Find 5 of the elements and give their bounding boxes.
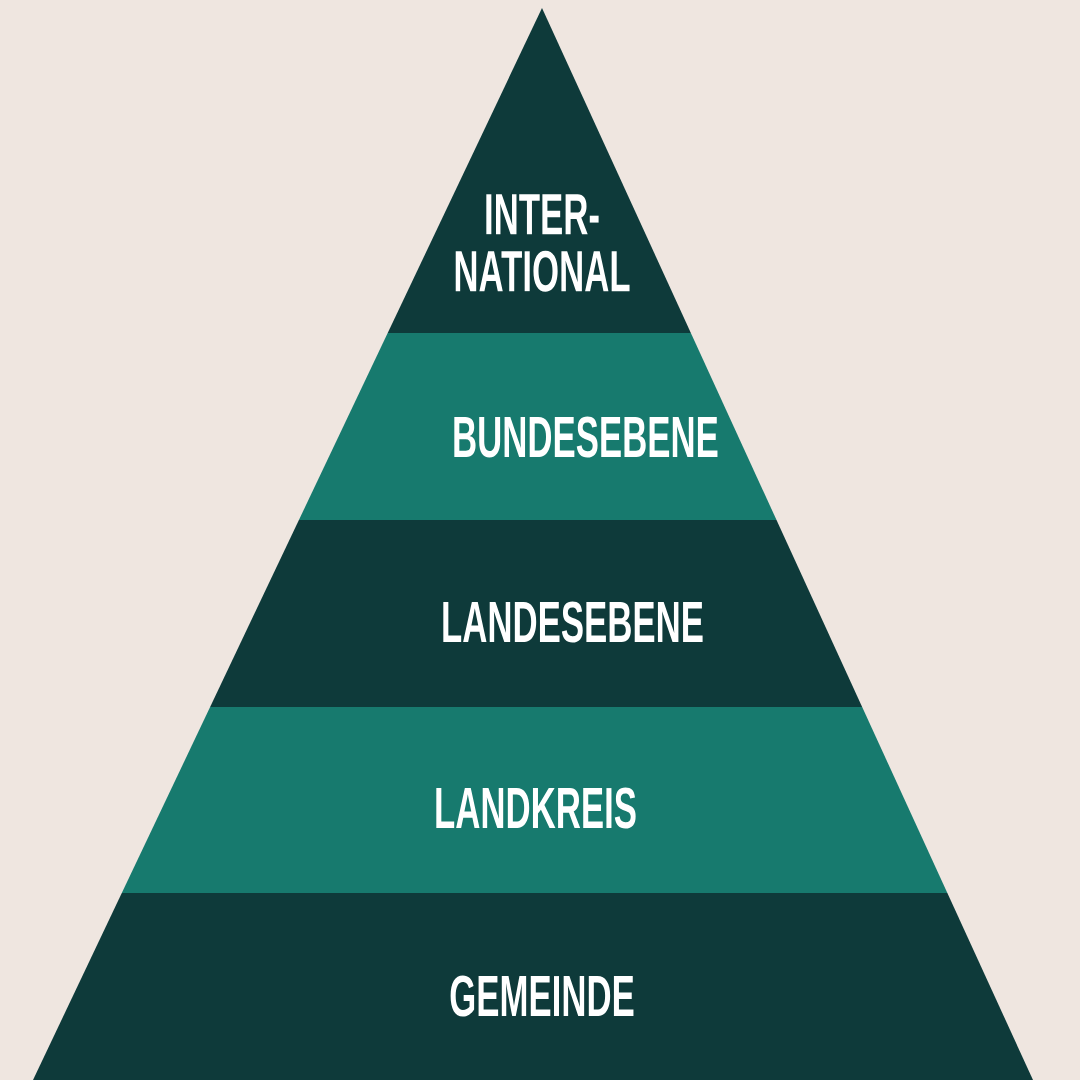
pyramid-tier: LANDKREIS [121, 707, 948, 893]
pyramid-tier: GEMEINDE [33, 893, 1033, 1080]
pyramid-tier: BUNDESEBENE [298, 333, 777, 520]
pyramid-tier: INTER- NATIONAL [387, 8, 691, 333]
pyramid-tier: LANDESEBENE [210, 520, 863, 707]
